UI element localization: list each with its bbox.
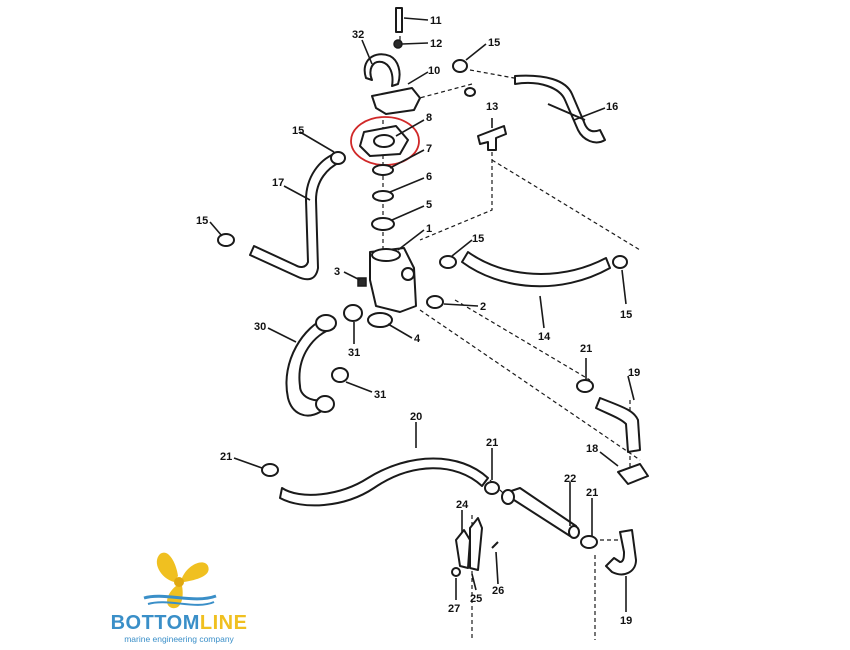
logo-tagline: marine engineering company [124, 634, 234, 644]
logo-wordmark: BOTTOMLINE [104, 612, 254, 635]
hose-16 [514, 74, 606, 144]
hose-17 [249, 153, 341, 281]
callout-15-top: 15 [488, 37, 500, 49]
callout-20: 20 [410, 411, 422, 423]
callout-21-right: 21 [580, 343, 592, 355]
callout-7: 7 [426, 143, 432, 155]
part-10-elbow [371, 87, 421, 115]
part-26-screw [491, 541, 499, 549]
part-3-plug [357, 277, 367, 287]
callout-3: 3 [334, 266, 340, 278]
part-2-plug [426, 295, 444, 309]
part-27-washer [451, 567, 461, 577]
part-22-cooler [501, 487, 580, 539]
callout-17: 17 [272, 177, 284, 189]
callout-27: 27 [448, 603, 460, 615]
hose-19-lower [605, 529, 637, 576]
callout-2: 2 [480, 301, 486, 313]
logo-name-part2: LINE [199, 612, 248, 634]
callout-21-left: 21 [220, 451, 232, 463]
callout-11: 11 [430, 15, 442, 27]
hose-19-upper [595, 397, 641, 453]
callout-21-lower: 21 [586, 487, 598, 499]
callout-22: 22 [564, 473, 576, 485]
callout-30: 30 [254, 321, 266, 333]
callout-19-upper: 19 [628, 367, 640, 379]
callout-1: 1 [426, 223, 432, 235]
callout-4: 4 [414, 333, 421, 345]
callout-32: 32 [352, 29, 364, 41]
callout-31-upper: 31 [348, 347, 360, 359]
hose-14 [461, 251, 611, 288]
hose-30 [285, 314, 337, 417]
callout-31-lower: 31 [374, 389, 386, 401]
hose-20 [279, 457, 489, 507]
propeller-icon [143, 552, 217, 609]
part-4-gasket [367, 312, 393, 328]
callout-21-middle: 21 [486, 437, 498, 449]
part-12-nut [393, 39, 403, 49]
part-13-tee [477, 125, 507, 151]
part-8-gasket [359, 125, 409, 157]
callout-14: 14 [538, 331, 551, 343]
callout-18: 18 [586, 443, 598, 455]
callout-24: 24 [456, 499, 469, 511]
callout-labels: 11 12 32 10 15 13 16 8 7 6 5 1 15 17 15 … [196, 15, 640, 627]
callout-16: 16 [606, 101, 618, 113]
callout-10: 10 [428, 65, 440, 77]
callout-26: 26 [492, 585, 504, 597]
callout-15-mid: 15 [472, 233, 484, 245]
callout-19-lower: 19 [620, 615, 632, 627]
hose-clamps [217, 59, 628, 549]
logo-name-part1: BOTTOM [110, 612, 200, 634]
part-32-bracket [363, 53, 401, 87]
callout-25: 25 [470, 593, 482, 605]
assembly-lines [382, 22, 641, 640]
leader-lines [209, 17, 635, 612]
bottomline-logo: BOTTOMLINE marine engineering company [104, 548, 254, 646]
callout-5: 5 [426, 199, 432, 211]
part-11-stud [395, 7, 403, 33]
parts-5-7-rings [371, 164, 395, 231]
callout-12: 12 [430, 38, 442, 50]
callout-8: 8 [426, 112, 432, 124]
callout-6: 6 [426, 171, 432, 183]
callout-15-right: 15 [620, 309, 632, 321]
callout-13: 13 [486, 101, 498, 113]
callout-15-far-left: 15 [196, 215, 208, 227]
part-18-bracket [617, 463, 649, 485]
part-1-thermostat-housing [369, 247, 417, 313]
part-24-25-brackets [455, 517, 483, 571]
callout-15-left: 15 [292, 125, 304, 137]
